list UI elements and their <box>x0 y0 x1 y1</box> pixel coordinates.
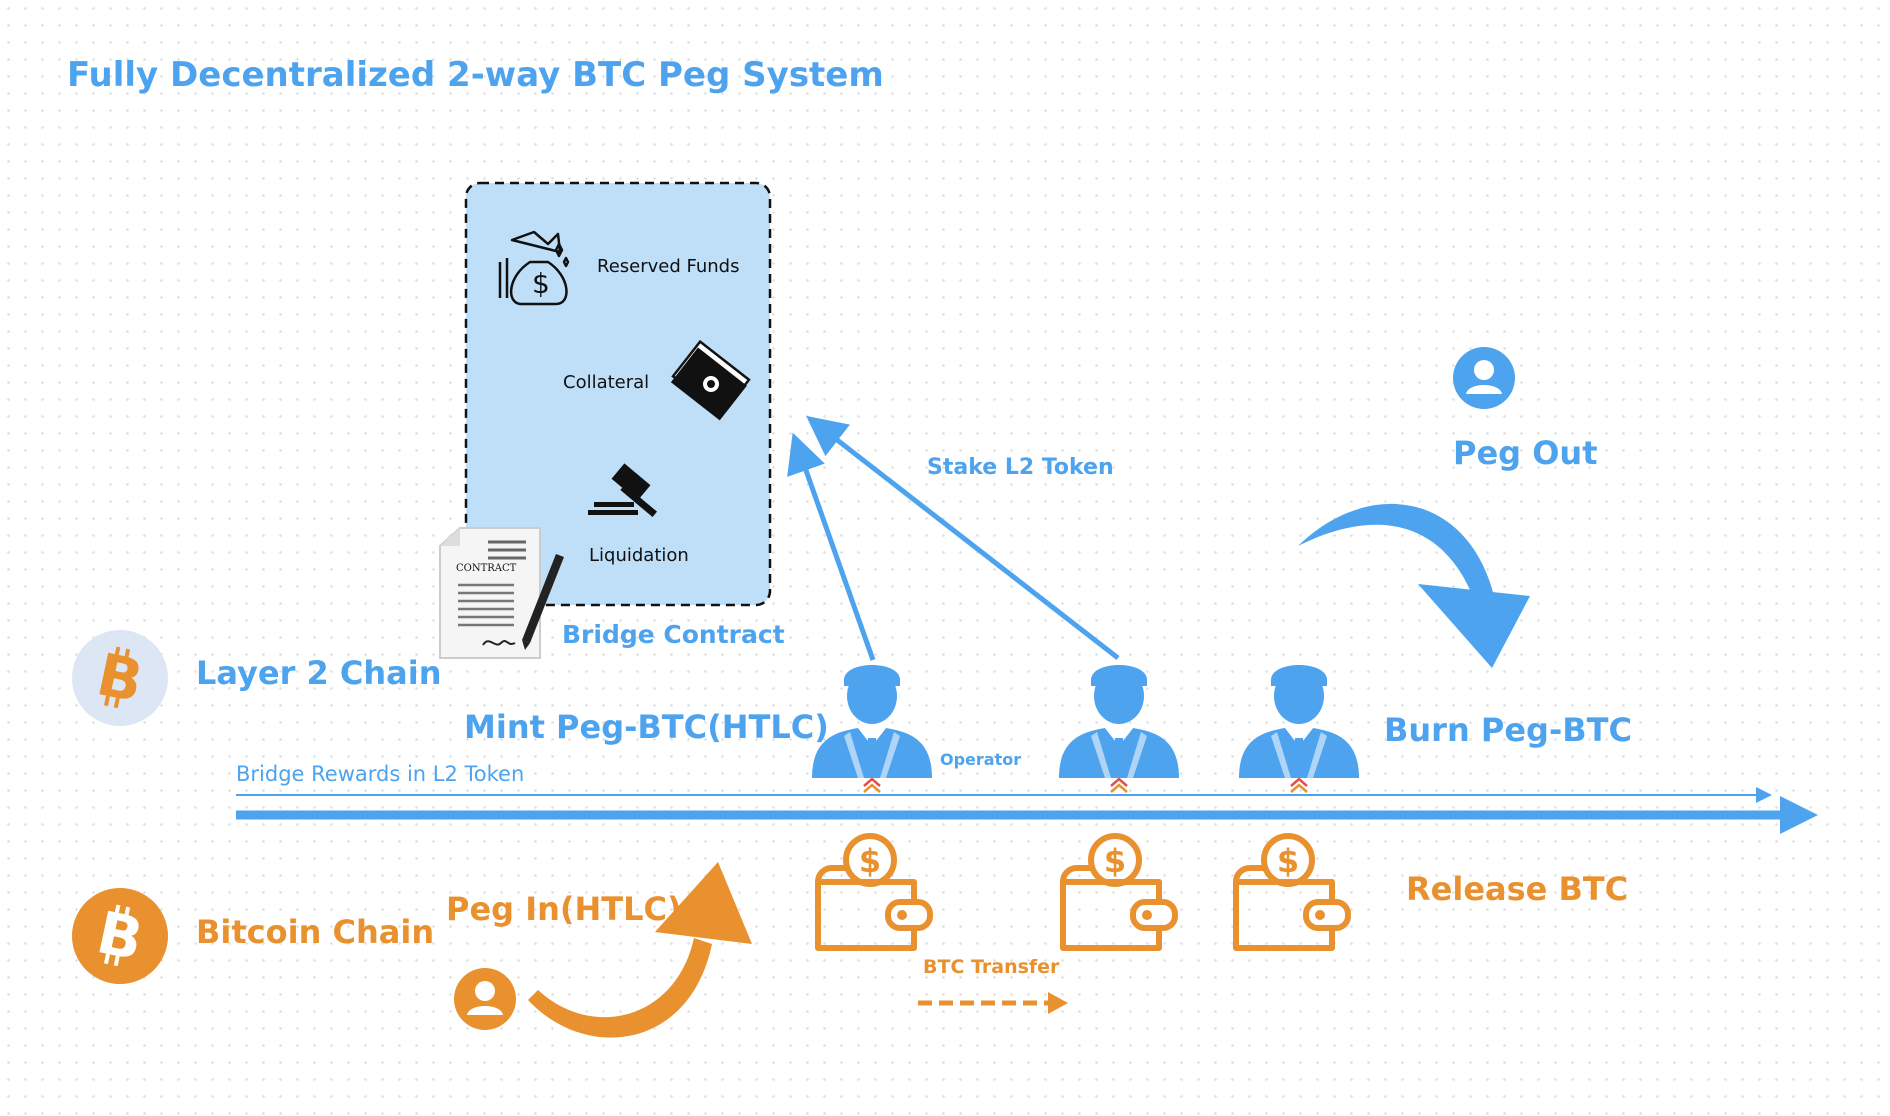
stake-l2-token-label: Stake L2 Token <box>927 455 1114 480</box>
svg-text:$: $ <box>532 267 550 300</box>
contract-document-icon <box>439 527 564 659</box>
money-bag-icon: $ <box>498 230 570 306</box>
bridge-contract-box <box>464 181 772 607</box>
peg-out-arrow <box>1298 503 1530 668</box>
collateral-label: Collateral <box>563 372 650 393</box>
page-title: Fully Decentralized 2-way BTC Peg System <box>67 55 884 95</box>
gavel-icon <box>588 463 658 518</box>
btc-transfer-label: BTC Transfer <box>923 956 1060 978</box>
peg-in-user-icon <box>454 968 516 1030</box>
svg-text:$: $ <box>1277 842 1299 880</box>
layer2-chain-label: Layer 2 Chain <box>196 654 442 692</box>
bitcoin-chain-label: Bitcoin Chain <box>196 913 435 951</box>
wallet-icon: $ <box>815 833 933 951</box>
btc-transfer-arrow <box>918 992 1068 1014</box>
peg-out-label: Peg Out <box>1453 434 1598 472</box>
burn-peg-btc-label: Burn Peg-BTC <box>1384 711 1632 749</box>
wallet-icon: $ <box>1060 833 1178 951</box>
svg-text:$: $ <box>859 842 881 880</box>
operator-icon <box>1239 665 1359 778</box>
svg-text:B: B <box>91 640 148 716</box>
svg-text:B: B <box>91 898 148 974</box>
operator-icon <box>812 665 932 778</box>
mint-peg-btc-label: Mint Peg-BTC(HTLC) <box>464 708 829 746</box>
main-timeline-arrow <box>236 796 1818 834</box>
peg-in-arrow <box>528 862 752 1038</box>
svg-text:$: $ <box>1104 842 1126 880</box>
stake-arrow-right <box>806 415 1120 660</box>
release-btc-label: Release BTC <box>1406 870 1629 908</box>
chevron-up-icon <box>863 777 1308 793</box>
reserved-funds-label: Reserved Funds <box>597 256 740 277</box>
bridge-contract-label: Bridge Contract <box>562 620 785 649</box>
peg-in-label: Peg In(HTLC) <box>446 890 682 928</box>
liquidation-label: Liquidation <box>589 545 689 566</box>
stake-arrow-left <box>787 432 876 661</box>
wallet-icon: $ <box>1233 833 1351 951</box>
cash-stack-icon <box>670 339 751 421</box>
contract-doc-text: CONTRACT <box>456 563 517 574</box>
bridge-rewards-label: Bridge Rewards in L2 Token <box>236 762 525 786</box>
bitcoin-chain-logo: B <box>72 888 168 984</box>
peg-out-user-icon <box>1453 347 1515 409</box>
operator-label: Operator <box>940 750 1022 769</box>
operator-icon <box>1059 665 1179 778</box>
layer2-bitcoin-logo: B <box>72 630 168 726</box>
